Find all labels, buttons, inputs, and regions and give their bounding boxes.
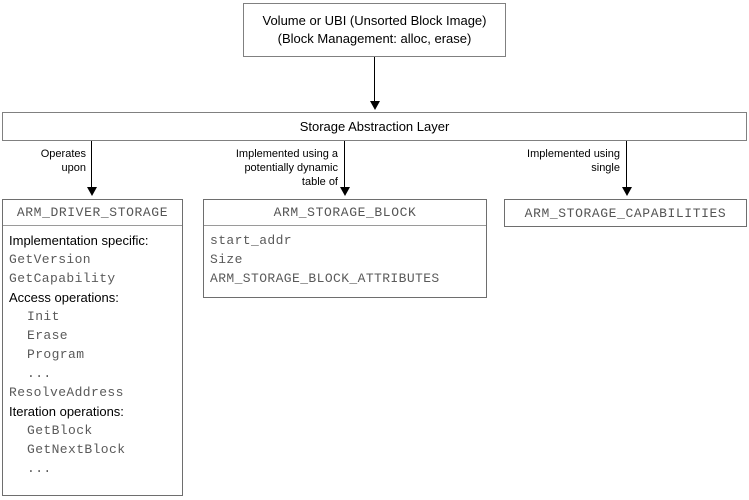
arm-storage-capabilities-box: ARM_STORAGE_CAPABILITIES (504, 199, 747, 227)
uml-member-row: Size (210, 252, 243, 267)
arm-driver-storage-header: ARM_DRIVER_STORAGE (3, 200, 182, 226)
arrowhead-sal-to-caps (622, 187, 632, 196)
volume-box-line-1: Volume or UBI (Unsorted Block Image) (262, 13, 487, 28)
edge-label-table-of: Implemented using a potentially dynamic … (190, 147, 338, 189)
uml-member-row: Implementation specific: (9, 233, 149, 248)
edge-label-table-of-line-2: potentially dynamic (244, 162, 338, 174)
arrowhead-sal-to-block (340, 187, 350, 196)
storage-abstraction-layer-title: Storage Abstraction Layer (299, 119, 450, 134)
uml-member-row: Iteration operations: (9, 404, 124, 419)
edge-label-table-of-line-3: table of (301, 176, 338, 188)
uml-member-row: Access operations: (9, 290, 119, 305)
arrowhead-volume-to-sal (370, 101, 380, 110)
uml-member-row: Init (27, 309, 60, 324)
arm-driver-storage-box: ARM_DRIVER_STORAGE Implementation specif… (2, 199, 183, 496)
uml-member-row: ... (27, 366, 52, 381)
edge-label-table-of-line-1: Implemented using a (235, 148, 338, 160)
arrowhead-sal-to-driver (87, 187, 97, 196)
connector-sal-to-block (344, 141, 345, 189)
uml-member-row: GetNextBlock (27, 442, 126, 457)
volume-box-line-2: (Block Management: alloc, erase) (277, 31, 472, 46)
edge-label-operates-upon-line-2: upon (61, 162, 86, 174)
uml-member-row: ResolveAddress (9, 385, 124, 400)
uml-member-row: GetVersion (9, 252, 92, 267)
connector-sal-to-caps (626, 141, 627, 189)
storage-abstraction-layer-box: Storage Abstraction Layer (2, 112, 747, 141)
arm-storage-block-header: ARM_STORAGE_BLOCK (204, 200, 486, 226)
edge-label-single-line-1: Implemented using (527, 148, 620, 160)
edge-label-single-line-2: single (591, 162, 620, 174)
edge-label-operates-upon-line-1: Operates (40, 148, 86, 160)
edge-label-single: Implemented using single (490, 147, 620, 175)
arm-storage-capabilities-header: ARM_STORAGE_CAPABILITIES (524, 205, 727, 221)
uml-member-row: Erase (27, 328, 69, 343)
edge-label-operates-upon: Operates upon (0, 147, 86, 175)
connector-sal-to-driver (91, 141, 92, 189)
volume-or-ubi-box: Volume or UBI (Unsorted Block Image) (Bl… (243, 3, 506, 57)
uml-member-row: start_addr (210, 233, 293, 248)
uml-member-row: Program (27, 347, 85, 362)
uml-member-row: ARM_STORAGE_BLOCK_ATTRIBUTES (210, 271, 440, 286)
connector-volume-to-sal (374, 57, 375, 103)
uml-member-row: GetCapability (9, 271, 116, 286)
uml-member-row: GetBlock (27, 423, 93, 438)
uml-member-row: ... (27, 461, 52, 476)
